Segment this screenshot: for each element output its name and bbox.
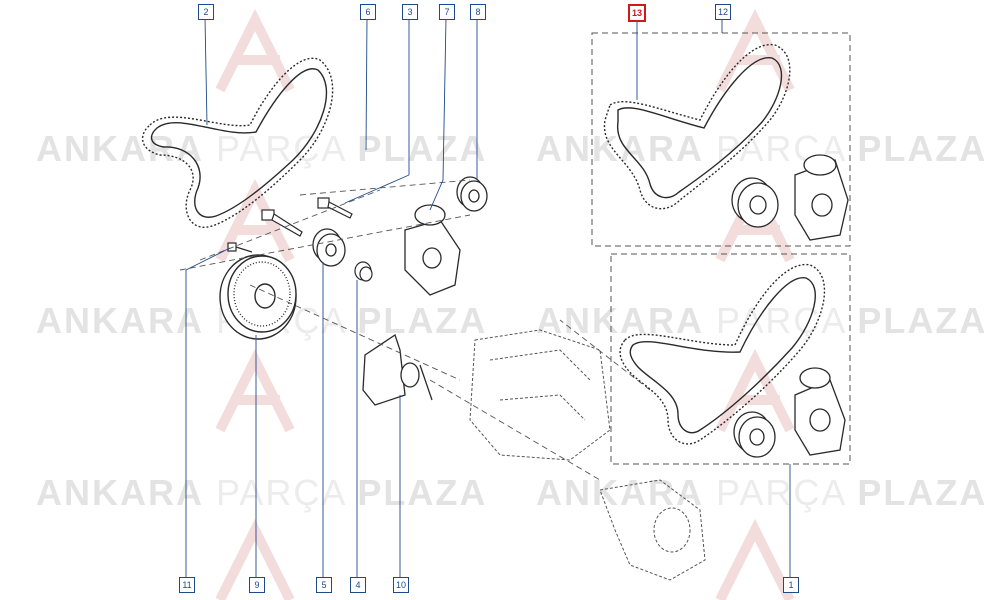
crankshaft-pulley <box>219 254 297 340</box>
idler-pulley-kit1 <box>733 411 776 458</box>
callout-6: 6 <box>360 4 376 20</box>
idler-pulley-kit12 <box>731 177 779 228</box>
tensioner-kit1 <box>794 367 846 456</box>
watermark-text: ANKARA PARÇA PLAZA <box>36 472 488 513</box>
drive-belt-kit1 <box>619 263 826 445</box>
cap-4 <box>354 261 373 282</box>
bolt-11 <box>227 242 253 253</box>
callout-3: 3 <box>402 4 418 20</box>
callout-10: 10 <box>393 577 409 593</box>
callout-2: 2 <box>198 4 214 20</box>
leader-lines <box>185 17 791 580</box>
kit-box-12 <box>591 32 851 247</box>
callout-1: 1 <box>783 577 799 593</box>
watermark-text: ANKARA PARÇA PLAZA <box>36 128 488 169</box>
tensioner-7 <box>404 204 461 296</box>
bolt-6 <box>261 209 303 237</box>
callout-4: 4 <box>350 577 366 593</box>
idler-pulley-5 <box>312 228 346 267</box>
bracket-10 <box>362 333 433 406</box>
drive-belt-13 <box>603 44 791 210</box>
watermark-text: ANKARA PARÇA PLAZA <box>536 472 988 513</box>
callout-8: 8 <box>470 4 486 20</box>
callout-13-highlighted: 13 <box>628 4 646 22</box>
drive-belt-left <box>141 57 334 228</box>
callout-9: 9 <box>249 577 265 593</box>
watermark-text: ANKARA PARÇA PLAZA <box>536 300 988 341</box>
callout-12: 12 <box>715 4 731 20</box>
callout-7: 7 <box>439 4 455 20</box>
kit-box-1 <box>610 253 851 465</box>
callout-11: 11 <box>179 577 195 593</box>
roller-8 <box>456 176 488 212</box>
tensioner-kit12 <box>794 154 849 241</box>
bolt-3 <box>317 197 353 219</box>
callout-5: 5 <box>316 577 332 593</box>
engine-block-outline <box>469 329 706 581</box>
